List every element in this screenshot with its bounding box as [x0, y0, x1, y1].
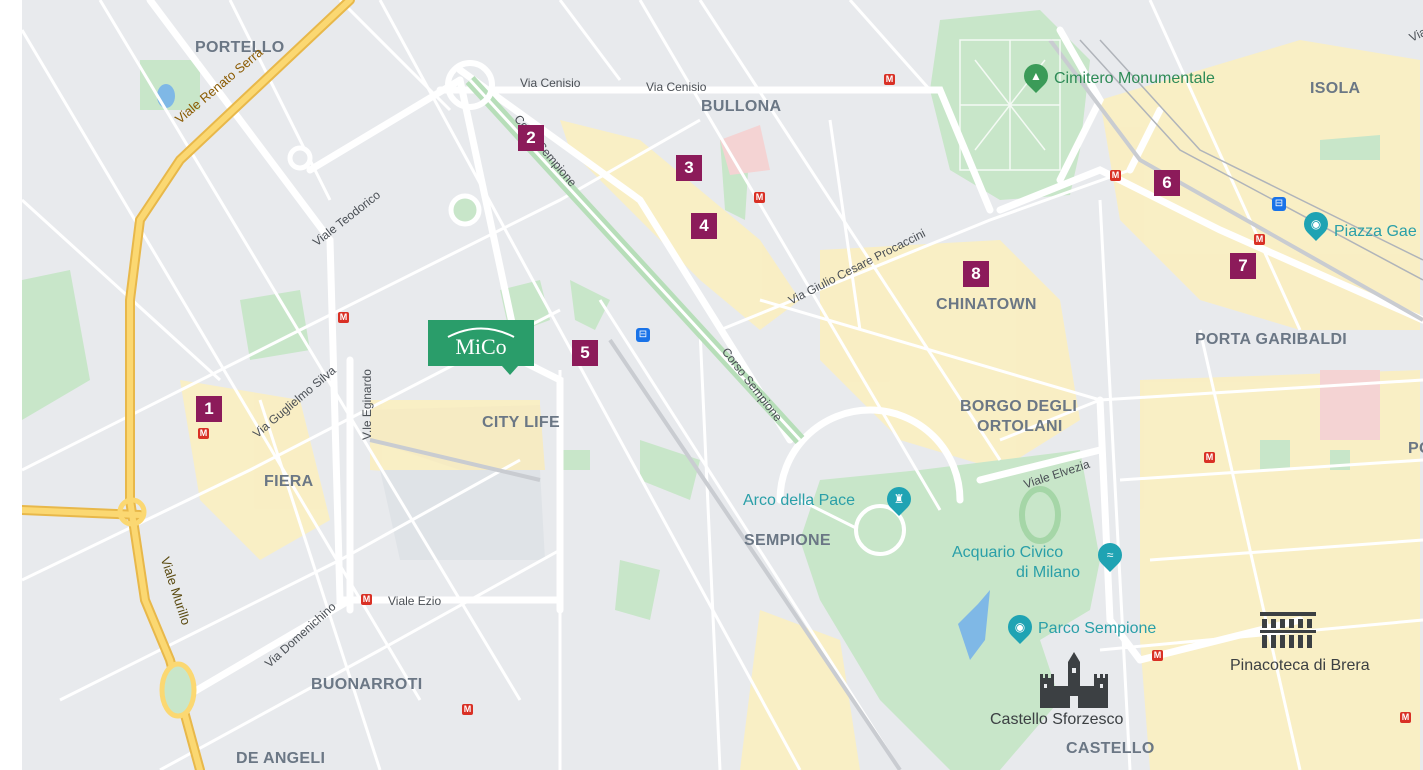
marker-4[interactable]: 4	[691, 213, 717, 239]
poi-di-milano[interactable]: di Milano	[1016, 564, 1081, 581]
poi-cimitero-monumentale[interactable]: Cimitero Monumentale	[1054, 70, 1215, 87]
museum-icon[interactable]	[1258, 610, 1318, 652]
poi-arco-della-pace[interactable]: Arco della Pace	[743, 492, 856, 509]
district-porta-garibaldi: PORTA GARIBALDI	[1195, 331, 1348, 348]
metro-icon[interactable]: M	[361, 594, 372, 605]
district-buonarroti: BUONARROTI	[311, 676, 423, 693]
district-borgo-degli: BORGO DEGLI	[960, 398, 1078, 415]
street-via-cenisio-2: Via Cenisio	[646, 80, 707, 94]
map-base-layer	[22, 0, 1423, 770]
castle-icon[interactable]	[1036, 652, 1112, 710]
poi-acquario-civico[interactable]: Acquario Civico	[952, 544, 1064, 561]
street-vle-eginardo: V.le Eginardo	[360, 369, 374, 440]
marker-2[interactable]: 2	[518, 125, 544, 151]
camera-icon[interactable]: ◉	[1299, 207, 1333, 241]
metro-icon[interactable]: M	[462, 704, 473, 715]
marker-5[interactable]: 5	[572, 340, 598, 366]
train-station-icon[interactable]: ⊟	[636, 328, 650, 342]
marker-8[interactable]: 8	[963, 261, 989, 287]
poi-piazza-gae[interactable]: Piazza Gae	[1334, 223, 1417, 240]
metro-icon[interactable]: M	[884, 74, 895, 85]
street-via-cenisio-1: Via Cenisio	[520, 76, 581, 90]
metro-icon[interactable]: M	[1254, 234, 1265, 245]
poi-castello-sforzesco[interactable]: Castello Sforzesco	[990, 711, 1124, 728]
dolphin-icon[interactable]: ≈	[1093, 538, 1127, 572]
district-city-life: CITY LIFE	[482, 414, 560, 431]
street-viale-ezio: Viale Ezio	[388, 594, 442, 608]
district-portello: PORTELLO	[195, 39, 285, 56]
district-bullona: BULLONA	[701, 98, 782, 115]
metro-icon[interactable]: M	[1204, 452, 1215, 463]
mico-logo-marker[interactable]: MiCo	[428, 320, 534, 375]
mico-logo-pointer	[502, 366, 518, 375]
marker-1[interactable]: 1	[196, 396, 222, 422]
train-station-icon[interactable]: ⊟	[1272, 197, 1286, 211]
district-fiera: FIERA	[264, 473, 314, 490]
district-castello: CASTELLO	[1066, 740, 1155, 757]
district-de-angeli: DE ANGELI	[236, 750, 326, 767]
poi-parco-sempione[interactable]: Parco Sempione	[1038, 620, 1157, 637]
tree-icon[interactable]: ▲	[1019, 59, 1053, 93]
marker-7[interactable]: 7	[1230, 253, 1256, 279]
marker-3[interactable]: 3	[676, 155, 702, 181]
mico-logo-text: MiCo	[455, 334, 507, 359]
marker-6[interactable]: 6	[1154, 170, 1180, 196]
district-po: PO	[1408, 440, 1423, 457]
metro-icon[interactable]: M	[198, 428, 209, 439]
monument-icon[interactable]: ♜	[882, 482, 916, 516]
camera-icon[interactable]: ◉	[1003, 610, 1037, 644]
district-sempione: SEMPIONE	[744, 532, 831, 549]
mico-arc-icon	[447, 327, 515, 338]
metro-icon[interactable]: M	[1110, 170, 1121, 181]
metro-icon[interactable]: M	[338, 312, 349, 323]
poi-pinacoteca-di-brera[interactable]: Pinacoteca di Brera	[1230, 657, 1370, 674]
map-canvas[interactable]: PORTELLO BULLONA ISOLA CHINATOWN PORTA G…	[22, 0, 1423, 770]
district-ortolani: ORTOLANI	[977, 418, 1063, 435]
district-isola: ISOLA	[1310, 80, 1361, 97]
metro-icon[interactable]: M	[1152, 650, 1163, 661]
metro-icon[interactable]: M	[1400, 712, 1411, 723]
metro-icon[interactable]: M	[754, 192, 765, 203]
district-chinatown: CHINATOWN	[936, 296, 1037, 313]
